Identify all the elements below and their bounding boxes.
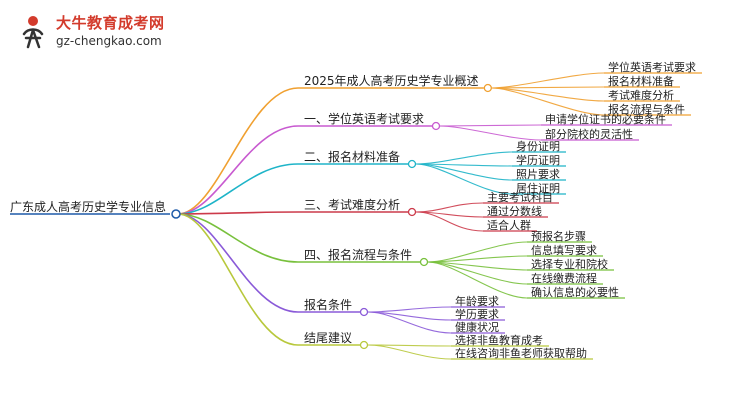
leaf-label: 报名流程与条件 bbox=[608, 102, 685, 116]
leaf-label: 在线咨询非鱼老师获取帮助 bbox=[455, 346, 587, 360]
leaf-label: 照片要求 bbox=[516, 168, 560, 181]
leaf-label: 确认信息的必要性 bbox=[531, 285, 619, 299]
leaf-label: 预报名步骤 bbox=[531, 229, 586, 243]
leaf-label: 健康状况 bbox=[455, 320, 499, 334]
leaf-node[interactable]: 确认信息的必要性 bbox=[527, 285, 625, 299]
leaf-node[interactable]: 预报名步骤 bbox=[527, 229, 592, 243]
leaf-node[interactable]: 信息填写要求 bbox=[527, 243, 603, 257]
branch-collapse-dot[interactable] bbox=[359, 340, 369, 350]
leaf-label: 学位英语考试要求 bbox=[608, 60, 696, 74]
leaf-node[interactable]: 照片要求 bbox=[512, 168, 566, 181]
leaf-label: 报名材料准备 bbox=[608, 74, 674, 88]
root-node[interactable]: 广东成人高考历史学专业信息 bbox=[10, 199, 170, 215]
branch-collapse-dot[interactable] bbox=[483, 83, 492, 93]
leaf-label: 信息填写要求 bbox=[531, 243, 597, 257]
leaf-connector bbox=[367, 306, 452, 313]
brand-url: gz-chengkao.com bbox=[56, 34, 162, 48]
leaf-label: 在线缴费流程 bbox=[531, 271, 597, 285]
branch-node[interactable]: 2025年成人高考历史学专业概述 bbox=[298, 73, 492, 93]
leaf-node[interactable]: 主要考试科目 bbox=[483, 190, 559, 204]
leaf-connector bbox=[439, 125, 542, 141]
branch-node[interactable]: 结尾建议 bbox=[298, 331, 369, 350]
leaf-label: 学历证明 bbox=[516, 153, 560, 167]
branch-collapse-dot[interactable] bbox=[407, 207, 417, 217]
leaf-node[interactable]: 学位英语考试要求 bbox=[604, 60, 702, 74]
leaf-node[interactable]: 选择非鱼教育成考 bbox=[451, 333, 549, 347]
root-collapse-dot[interactable] bbox=[171, 209, 181, 219]
leaf-connector bbox=[415, 211, 484, 232]
leaf-connector bbox=[491, 72, 605, 89]
leaf-connector bbox=[491, 86, 605, 89]
leaf-node[interactable]: 居住证明 bbox=[512, 181, 566, 195]
leaf-connector bbox=[427, 261, 528, 299]
leaf-label: 选择专业和院校 bbox=[531, 257, 608, 271]
leaf-label: 申请学位证书的必要条件 bbox=[545, 112, 666, 126]
leaf-node[interactable]: 部分院校的灵活性 bbox=[541, 127, 639, 141]
leaf-node[interactable]: 考试难度分析 bbox=[604, 88, 680, 102]
branch-node[interactable]: 一、学位英语考试要求 bbox=[298, 111, 441, 131]
leaf-node[interactable]: 适合人群 bbox=[483, 218, 537, 232]
leaf-label: 选择非鱼教育成考 bbox=[455, 333, 543, 347]
leaf-label: 主要考试科目 bbox=[487, 190, 553, 204]
leaf-connector bbox=[427, 261, 528, 271]
leaf-node[interactable]: 健康状况 bbox=[451, 320, 505, 334]
leaf-connector bbox=[415, 163, 513, 195]
leaf-node[interactable]: 申请学位证书的必要条件 bbox=[541, 112, 672, 126]
leaf-connector bbox=[491, 87, 605, 116]
branch-collapse-dot[interactable] bbox=[419, 257, 429, 267]
branch-connector bbox=[177, 213, 299, 313]
branch-collapse-dot[interactable] bbox=[431, 121, 441, 131]
root-label: 广东成人高考历史学专业信息 bbox=[10, 199, 166, 214]
branch-node[interactable]: 四、报名流程与条件 bbox=[298, 247, 429, 267]
branch-label: 四、报名流程与条件 bbox=[304, 247, 412, 262]
leaf-label: 居住证明 bbox=[516, 181, 560, 195]
branch-node[interactable]: 三、考试难度分析 bbox=[298, 197, 417, 217]
branch-label: 报名条件 bbox=[304, 297, 352, 312]
branch-node[interactable]: 报名条件 bbox=[298, 297, 369, 317]
branch-connector bbox=[177, 213, 299, 263]
branch-connector bbox=[177, 125, 299, 215]
leaf-node[interactable]: 通过分数线 bbox=[483, 204, 548, 218]
leaf-label: 年龄要求 bbox=[455, 294, 499, 308]
leaf-node[interactable]: 报名材料准备 bbox=[604, 74, 680, 88]
leaf-connector bbox=[415, 202, 484, 213]
leaf-node[interactable]: 在线咨询非鱼老师获取帮助 bbox=[451, 346, 593, 360]
branch-connector bbox=[177, 87, 299, 215]
leaf-node[interactable]: 选择专业和院校 bbox=[527, 257, 614, 271]
branch-connector bbox=[177, 211, 299, 215]
leaf-node[interactable]: 学历证明 bbox=[512, 153, 566, 167]
brand-name: 大牛教育成考网 bbox=[56, 14, 165, 32]
leaf-node[interactable]: 在线缴费流程 bbox=[527, 271, 603, 285]
leaf-label: 身份证明 bbox=[516, 139, 560, 153]
branch-label: 二、报名材料准备 bbox=[304, 149, 400, 164]
leaf-label: 学历要求 bbox=[455, 307, 499, 321]
branch-connector bbox=[177, 163, 299, 215]
branch-label: 一、学位英语考试要求 bbox=[304, 111, 424, 126]
leaf-connector bbox=[427, 255, 528, 263]
branch-label: 三、考试难度分析 bbox=[304, 197, 400, 212]
leaf-connector bbox=[367, 344, 452, 360]
leaf-connector bbox=[439, 124, 542, 127]
branch-label: 结尾建议 bbox=[304, 331, 352, 345]
branch-node[interactable]: 二、报名材料准备 bbox=[298, 149, 417, 169]
leaf-label: 适合人群 bbox=[487, 218, 531, 232]
leaf-node[interactable]: 年龄要求 bbox=[451, 294, 505, 308]
branch-collapse-dot[interactable] bbox=[359, 307, 369, 317]
leaf-node[interactable]: 报名流程与条件 bbox=[604, 102, 691, 116]
brand-logo[interactable]: 大牛教育成考网 gz-chengkao.com bbox=[20, 12, 200, 52]
branch-connector bbox=[177, 213, 299, 346]
leaf-connector bbox=[415, 151, 513, 165]
branch-collapse-dot[interactable] bbox=[407, 159, 417, 169]
leaf-label: 部分院校的灵活性 bbox=[545, 127, 633, 141]
leaf-connector bbox=[367, 311, 452, 334]
leaf-node[interactable]: 身份证明 bbox=[512, 139, 566, 153]
bull-logo-icon bbox=[20, 14, 46, 50]
branch-label: 2025年成人高考历史学专业概述 bbox=[304, 73, 479, 88]
leaf-label: 通过分数线 bbox=[487, 204, 542, 218]
leaf-label: 考试难度分析 bbox=[608, 88, 674, 102]
leaf-node[interactable]: 学历要求 bbox=[451, 307, 505, 321]
